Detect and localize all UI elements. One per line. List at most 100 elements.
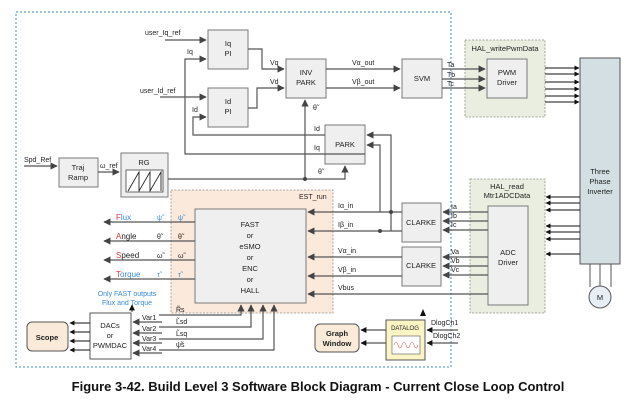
tb-label: Tb [447, 72, 455, 79]
svg-text:Speed: Speed [116, 251, 139, 260]
id-label-1: Id [192, 107, 198, 114]
datalog-block: DATALOG [385, 319, 426, 361]
vq-label: Vq [270, 60, 279, 67]
tc-label: Tc [447, 81, 455, 88]
pwm-driver-block: PWM Driver [486, 58, 528, 99]
svg-text:PWMDAC: PWMDAC [93, 341, 128, 350]
svg-text:Angle: Angle [116, 232, 137, 241]
svm-block: SVM [401, 58, 443, 99]
user-id-ref-label: user_Id_ref [140, 88, 175, 95]
va-label: Va [451, 249, 459, 256]
svg-text:or: or [247, 275, 254, 284]
estimator-outputs [103, 218, 195, 283]
svg-text:Id: Id [225, 97, 231, 106]
est-run-label: EST_run [299, 194, 327, 201]
traj-ramp-block: Traj Ramp [58, 157, 99, 188]
theta-label-1: θ̃ [313, 105, 320, 112]
ic-label: Ic [451, 222, 457, 229]
output-angle-label: Angle [116, 232, 137, 241]
svg-text:PWM: PWM [498, 68, 516, 77]
svg-text:PARK: PARK [296, 78, 316, 87]
svg-text:Iq: Iq [225, 39, 231, 48]
vd-label: Vd [270, 79, 279, 86]
svg-text:eSMO: eSMO [239, 242, 260, 251]
v-alpha-in-label: Vα_in [338, 248, 356, 255]
svg-text:or: or [247, 231, 254, 240]
iq-pi-block: Iq PI [207, 29, 249, 70]
i-beta-in-label: Iβ_in [338, 222, 353, 229]
svg-text:Ramp: Ramp [68, 173, 88, 182]
figure-caption: Figure 3-42. Build Level 3 Software Bloc… [72, 379, 565, 394]
svg-text:Flux: Flux [116, 213, 131, 222]
three-phase-inverter: Three Phase Inverter [579, 57, 621, 265]
scope-block[interactable]: Scope [26, 321, 69, 352]
svg-text:or: or [107, 331, 114, 340]
graph-window-block[interactable]: Graph Window [314, 323, 360, 353]
svg-text:Scope: Scope [36, 333, 59, 342]
flux-symbol-outer: ψ̃ [157, 215, 165, 222]
svg-text:HALL: HALL [241, 286, 260, 295]
rg-block: RG [120, 152, 169, 198]
hal-read-label-2: Mtr1ADCData [484, 191, 532, 200]
hal-read-label-1: HAL_read [490, 182, 524, 191]
clarke-voltage-block: CLARKE [401, 246, 442, 287]
svg-text:CLARKE: CLARKE [406, 261, 436, 270]
svg-text:Driver: Driver [497, 78, 518, 87]
angle-symbol-inner: θ̃ [178, 234, 185, 241]
v-alpha-out-label: Vα_out [352, 60, 374, 67]
svg-text:Graph: Graph [326, 329, 349, 338]
output-speed-label: Speed [116, 251, 139, 260]
dlogch1-label: DlogCh1 [431, 320, 458, 327]
iq-label-1: Iq [187, 49, 193, 56]
omega-ref-label: ω_ref [100, 163, 118, 170]
park-block: PARK [324, 124, 366, 165]
spd-ref-label: Spd_Ref [24, 157, 51, 164]
dlogch2-label: DlogCh2 [433, 333, 460, 340]
vb-label: Vb [451, 258, 460, 265]
svg-text:INV: INV [300, 68, 313, 77]
waveform-icon [393, 341, 419, 349]
svg-text:Driver: Driver [498, 258, 519, 267]
adc-driver-block: ADC Driver [487, 205, 529, 306]
svg-text:PARK: PARK [335, 140, 355, 149]
dac-to-scope [69, 320, 90, 353]
torque-symbol-outer: τ̃ [157, 272, 163, 279]
dacs-block: DACs or PWMDAC [89, 312, 132, 360]
theta-label-2: θ̃ [318, 169, 325, 176]
lsd-label: L̃sd [176, 318, 188, 326]
v-beta-in-label: Vβ_in [338, 267, 356, 274]
i-alpha-in-label: Iα_in [338, 203, 353, 210]
ta-label: Ta [447, 62, 455, 69]
var4-label: Var4 [142, 346, 156, 353]
fast-note-line2: Flux and Torque [102, 300, 152, 307]
hal-write-label: HAL_writePwmData [471, 44, 539, 53]
var2-label: Var2 [142, 326, 156, 333]
svg-text:SVM: SVM [414, 74, 430, 83]
id-label-2: Id [314, 126, 320, 133]
svg-text:M: M [597, 293, 603, 302]
iq-label-2: Iq [314, 145, 320, 152]
id-pi-block: Id PI [207, 87, 249, 128]
svg-text:Traj: Traj [72, 163, 85, 172]
psis-label: ψ̃s [176, 342, 185, 349]
svg-text:CLARKE: CLARKE [406, 218, 436, 227]
svg-text:PI: PI [224, 107, 231, 116]
pwm-outputs [545, 65, 580, 105]
inv-park-block: INV PARK [285, 58, 327, 99]
svg-text:DACs: DACs [100, 321, 120, 330]
speed-symbol-outer: ω̃ [157, 253, 165, 260]
vc-label: Vc [451, 267, 460, 274]
svg-text:or: or [247, 253, 254, 262]
var1-label: Var1 [142, 315, 156, 322]
ramp-waveform-icon [127, 170, 162, 193]
svg-text:Window: Window [323, 339, 352, 348]
fast-note-line1: Only FAST outputs [98, 291, 157, 298]
estimator-block: FAST or eSMO or ENC or HALL [194, 208, 307, 304]
svg-text:ENC: ENC [242, 264, 258, 273]
vbus-label: Vbus [338, 285, 354, 292]
v-beta-out-label: Vβ_out [352, 79, 374, 86]
output-torque-label: Torque [116, 270, 141, 279]
clarke-current-block: CLARKE [401, 202, 442, 243]
svg-text:PI: PI [224, 49, 231, 58]
adc-inputs [545, 194, 580, 257]
